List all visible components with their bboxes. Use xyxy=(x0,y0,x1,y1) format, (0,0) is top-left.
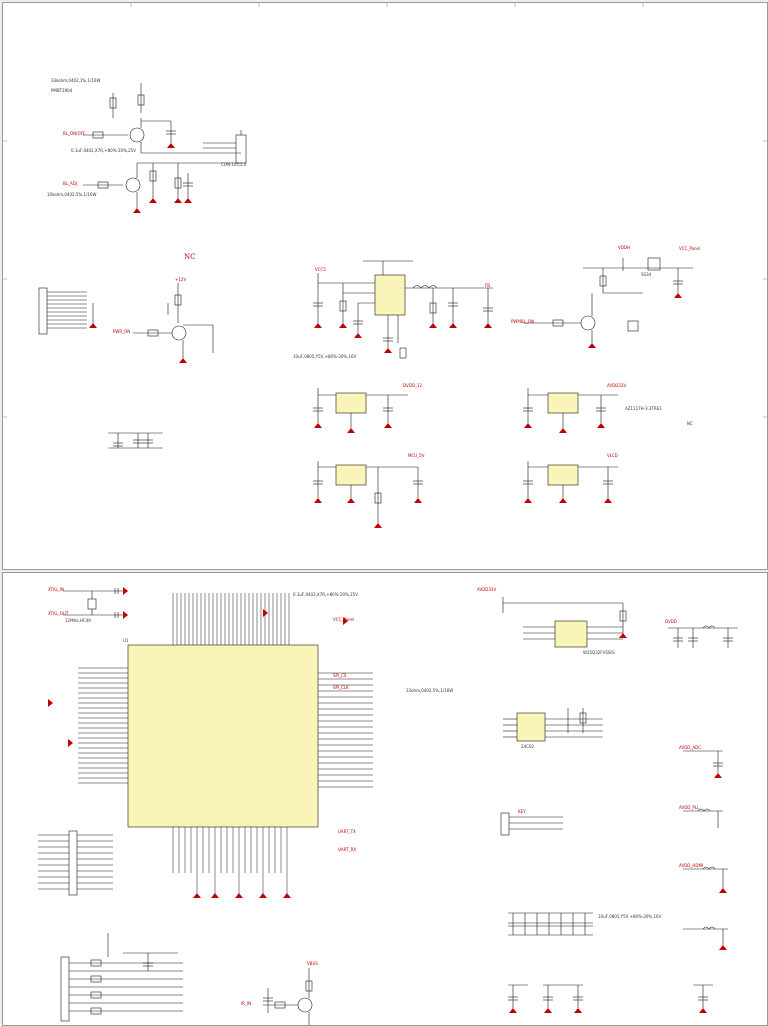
net-mcu5v: MCU_5V xyxy=(408,453,425,458)
note-res-a-bottom: 33ohm,0402,5%,1/16W xyxy=(406,688,454,693)
power-switch-circuit xyxy=(133,283,214,358)
net-vbus: VBUS xyxy=(307,961,318,966)
note-res-b: 10kohm,0402,5%,1/16W xyxy=(47,192,97,197)
note-eeprom: 24C02 xyxy=(521,744,534,749)
nc-label: NC xyxy=(184,253,196,261)
net-avdd33-bottom: AVDD33V xyxy=(477,587,497,592)
sheet-bottom-drawing xyxy=(38,587,738,1025)
net-vcc5: VCC5 xyxy=(315,267,326,272)
ldo-regulators xyxy=(313,388,618,523)
note-cap-b: 10uF,0805,Y5V,+80%-20%,16V xyxy=(293,354,357,359)
net-xtal-in: XTAL_IN xyxy=(48,587,64,592)
net-vddh: VDDH xyxy=(618,245,630,250)
lvds-connector xyxy=(38,830,113,896)
note-diode: SS34 xyxy=(641,272,652,277)
net-ir-in: IR_IN xyxy=(241,1001,252,1006)
net-avdd-pll: AVDD_PLL xyxy=(679,805,700,810)
decoupling-capacitor-row xyxy=(508,912,593,936)
eeprom xyxy=(503,708,603,742)
note-connector: CON-1x5,2.0 xyxy=(221,162,247,167)
filter-capacitors xyxy=(108,432,163,449)
schematic-sheet-top: NC BL_ON/OFF BL_ADJ PWR_ON PWMBL_ON VCC_… xyxy=(2,2,768,570)
spi-flash xyxy=(502,597,627,648)
net-avdd33: AVDD33V xyxy=(607,383,627,388)
note-main-ic: U1 xyxy=(123,638,129,643)
net-uart-rx: UART_RX xyxy=(338,847,357,852)
main-ic-pins xyxy=(78,593,373,893)
note-cap-a: 0.1uF,0402,X7R,+80%-20%,25V xyxy=(71,148,136,153)
net-fb: FB xyxy=(485,283,491,288)
io-connector xyxy=(60,933,183,1022)
net-12v: +12V xyxy=(175,277,187,282)
crystal-oscillator xyxy=(63,588,128,618)
main-ic xyxy=(127,644,319,828)
net-avdd-hdmi: AVDD_HDMI xyxy=(679,863,704,868)
net-dvdd: DVDD xyxy=(665,619,677,624)
net-bl-on: BL_ON/OFF xyxy=(63,131,86,136)
net-spi-clk: SPI_CLK xyxy=(333,685,349,690)
key-connector xyxy=(500,812,563,836)
bottom-right-caps xyxy=(508,984,713,1008)
net-key: KEY xyxy=(518,809,526,814)
note-crystal: 12MHz,HC49 xyxy=(65,618,91,623)
sheet-top-drawing xyxy=(3,3,767,528)
net-uart-tx: UART_TX xyxy=(338,829,356,834)
net-vcc-panel-bottom: VCC_Panel xyxy=(333,617,355,622)
note-nc: NC xyxy=(687,421,693,426)
dc-dc-converter xyxy=(313,260,493,359)
schematic-sheet-bottom: XTAL_IN XTAL_OUT AVDD33V VCC_Panel SPI_C… xyxy=(2,572,768,1026)
net-spi-cs: SPI_CS xyxy=(333,673,347,678)
net-bl-adj: BL_ADJ xyxy=(63,181,77,186)
note-ldo: AZ1117H-3.3TRE1 xyxy=(625,406,662,411)
panel-power-switch xyxy=(523,257,693,343)
backlight-switch-circuit xyxy=(83,83,247,208)
power-filters-right xyxy=(668,625,738,945)
note-transistor: PMBT3904 xyxy=(51,88,73,93)
ir-receiver-circuit xyxy=(263,968,313,1025)
note-res-a: 33kohm,0402,1%,1/16W xyxy=(51,78,101,83)
net-dvdd12: DVDD_12 xyxy=(403,383,422,388)
note-flash: W25Q32FVSSIG xyxy=(583,650,615,655)
net-xtal-out: XTAL_OUT xyxy=(48,611,69,616)
panel-connector-left xyxy=(38,287,94,335)
net-vlcd: VLCD xyxy=(607,453,618,458)
net-avdd-adc: AVDD_ADC xyxy=(679,745,701,750)
net-pwr-on: PWR_ON xyxy=(113,329,131,334)
note-cap-a-bottom: 0.1uF,0402,X7R,+80%-20%,25V xyxy=(293,592,358,597)
note-cap-b-bottom: 10uF,0805,Y5V,+80%-20%,16V xyxy=(598,914,662,919)
net-vcc-panel: VCC_Panel xyxy=(679,246,701,251)
net-pwmbl-on: PWMBL_ON xyxy=(511,319,534,324)
